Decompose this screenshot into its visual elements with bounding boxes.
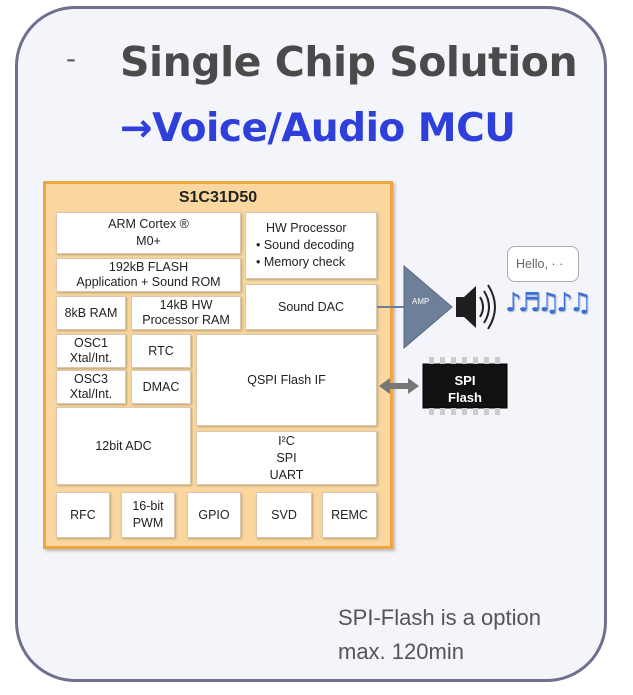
spi-flash-label: SPI Flash — [423, 372, 507, 406]
amp-triangle-icon — [403, 264, 453, 350]
footnote-line-1: SPI-Flash is a option — [338, 605, 541, 630]
arm-cortex-block: ARM Cortex ® M0+ — [56, 212, 241, 254]
spi-label: SPI — [276, 450, 297, 465]
rtc-block: RTC — [131, 334, 191, 368]
arm-cortex-sublabel: M0+ — [136, 234, 161, 248]
qspi-label: QSPI Flash IF — [247, 372, 326, 387]
slide-title: Single Chip Solution — [120, 38, 578, 86]
gpio-label: GPIO — [198, 507, 230, 522]
hw-ram-label: 14kB HW — [159, 298, 213, 312]
rfc-label: RFC — [70, 507, 96, 522]
osc1-sublabel: Xtal/Int. — [69, 351, 113, 365]
remc-block: REMC — [322, 492, 377, 538]
sound-dac-block: Sound DAC — [245, 284, 377, 330]
hw-processor-ram-block: 14kB HW Processor RAM — [131, 296, 241, 330]
music-notes-icon: ♪♬♫♪♫ — [505, 288, 592, 318]
arm-cortex-label: ARM Cortex ® — [108, 217, 189, 231]
dmac-block: DMAC — [131, 370, 191, 404]
sound-dac-label: Sound DAC — [277, 299, 344, 314]
chip-name: S1C31D50 — [178, 189, 258, 206]
svd-block: SVD — [256, 492, 312, 538]
flash-sublabel: Application + Sound ROM — [76, 275, 221, 289]
spi-flash-line1: SPI — [454, 373, 476, 388]
osc3-label: OSC3 — [73, 372, 109, 386]
osc1-label: OSC1 — [73, 336, 109, 350]
adc-block: 12bit ADC — [56, 407, 191, 485]
hw-processor-item-sound-decoding: • Sound decoding — [256, 238, 355, 252]
pwm-block: 16-bit PWM — [121, 492, 175, 538]
osc3-block: OSC3 Xtal/Int. — [56, 370, 126, 404]
osc3-sublabel: Xtal/Int. — [69, 387, 113, 401]
i2c-label: I²C — [278, 433, 295, 448]
rfc-block: RFC — [56, 492, 110, 538]
uart-label: UART — [269, 467, 304, 482]
ram-label: 8kB RAM — [64, 305, 118, 320]
remc-label: REMC — [331, 507, 368, 522]
amp-label: AMP — [412, 297, 430, 306]
hw-ram-sublabel: Processor RAM — [142, 313, 230, 327]
pwm-sublabel: PWM — [132, 516, 164, 530]
spi-flash-line2: Flash — [448, 390, 482, 405]
serial-interfaces-block: I²C SPI UART — [196, 431, 377, 485]
rtc-label: RTC — [148, 343, 174, 358]
ram-block: 8kB RAM — [56, 296, 126, 330]
hw-processor-item-memory-check: • Memory check — [256, 255, 346, 269]
pwm-label: 16-bit — [132, 499, 164, 513]
speaker-icon — [456, 284, 496, 330]
footnote-line-2: max. 120min — [338, 639, 464, 664]
dmac-label: DMAC — [142, 379, 180, 394]
hw-processor-title: HW Processor — [266, 221, 347, 235]
adc-label: 12bit ADC — [95, 438, 152, 453]
gpio-block: GPIO — [187, 492, 241, 538]
slide-subtitle: →Voice/Audio MCU — [120, 106, 516, 151]
bullet-dash: - — [66, 42, 76, 75]
speech-bubble: Hello, · · — [507, 246, 579, 282]
spi-flash-chip-icon — [422, 357, 508, 415]
flash-block: 192kB FLASH Application + Sound ROM — [56, 258, 241, 292]
svd-label: SVD — [271, 507, 297, 522]
osc1-block: OSC1 Xtal/Int. — [56, 334, 126, 368]
hw-processor-block: HW Processor • Sound decoding • Memory c… — [245, 212, 377, 279]
bidirectional-arrow-icon — [379, 378, 419, 394]
qspi-flash-if-block: QSPI Flash IF — [196, 334, 377, 426]
flash-label: 192kB FLASH — [108, 260, 189, 274]
speech-text: Hello, · · — [516, 257, 564, 271]
